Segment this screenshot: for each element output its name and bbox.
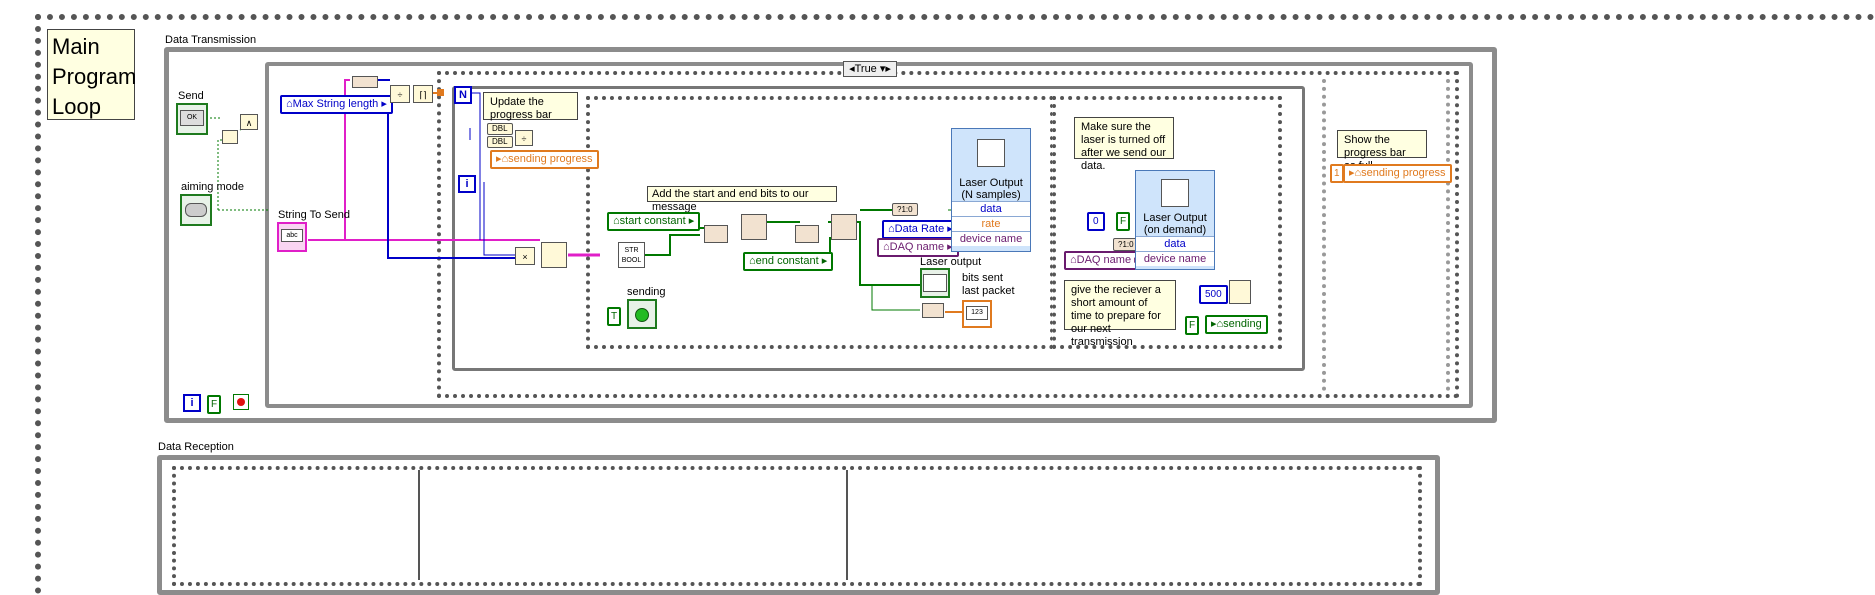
aiming-mode-label: aiming mode [181,181,244,193]
str-to-bool-subvi: STR BOOL [618,242,645,268]
string-icon: abc [281,229,303,242]
to-dbl-function-2: DBL [487,136,513,148]
divide-progress-function: ÷ [515,130,533,146]
aiming-mode-terminal[interactable] [180,194,212,226]
bits-sent-indicator[interactable]: 123 [962,300,992,328]
transmission-frame [164,47,1497,423]
multiply-function: × [515,247,535,265]
max-string-length-local[interactable]: ⌂Max String length ▸ [280,95,393,114]
zero-constant[interactable]: 0 [1087,212,1105,231]
reception-title: Data Reception [158,441,234,453]
send-label: Send [178,90,204,102]
sending-progress-local[interactable]: ▸⌂sending progress [490,150,599,169]
daq-assistant-icon-2 [1161,179,1189,207]
string-length-function [352,76,378,88]
string-subset-function [541,242,567,268]
false-constant[interactable]: F [1116,212,1131,231]
sending-progress-local-2[interactable]: ▸⌂sending progress [1343,164,1452,183]
sending-local[interactable]: ▸⌂sending [1205,315,1268,334]
build-array-function-2 [831,214,857,240]
waveform-icon [923,274,947,292]
case-selector[interactable]: ◂True ▾▸ [843,61,897,77]
divide-function: ÷ [390,85,410,103]
end-constant-local[interactable]: ⌂end constant ▸ [743,252,834,271]
main-loop-label: Main Program Loop [47,29,136,120]
for-loop-frame [452,86,1305,371]
comment-update-progress: Update the progress bar [483,92,578,121]
comment-progress-full: Show the progress bar as full [1337,130,1427,172]
send-button-terminal[interactable]: OK [176,103,208,135]
end-constant-text: end constant [755,255,819,267]
laser-output-demand-title: Laser Output (on demand) [1143,212,1207,236]
max-string-length-text: Max String length [292,98,379,110]
reception-divider-1 [418,470,420,580]
comment-laser-off: Make sure the laser is turned off after … [1074,117,1174,172]
reshape-array-function-1 [704,225,728,243]
start-constant-text: start constant [619,215,686,227]
string-to-send-label: String To Send [278,209,350,221]
laser-output-n-title: Laser Output (N samples) [959,177,1023,201]
stop-condition-icon[interactable] [233,394,249,410]
sending-progress2-text: sending progress [1361,167,1446,179]
wait-ms-function [1229,280,1251,304]
true-constant[interactable]: T [607,307,622,326]
case-prev-arrow[interactable]: ◂ [849,63,855,75]
laser-output-label: Laser output [920,256,982,268]
data-rate-local[interactable]: ⌂Data Rate ▸ [882,220,959,239]
daq-name-local-2[interactable]: ⌂DAQ name ▸ [1064,251,1146,270]
daq-name-local[interactable]: ⌂DAQ name ▸ [877,238,959,257]
data-rate-text: Data Rate [894,223,945,235]
daq-assistant-icon [977,139,1005,167]
false-constant-2[interactable]: F [1185,316,1200,335]
loop-iteration-terminal: i [458,175,476,193]
laser-output-n-row-data[interactable]: data [952,201,1030,216]
laser-output-n-row-rate[interactable]: rate [952,216,1030,231]
array-size-function [922,303,944,318]
transmission-title: Data Transmission [165,34,257,46]
sending-local-text: sending [1223,318,1262,330]
wait-ms-constant[interactable]: 500 [1199,285,1228,304]
to-dbl-function-1: DBL [487,123,513,135]
string-to-send-terminal[interactable]: abc [277,222,307,252]
orange-tunnel [437,89,444,96]
stop-dot-icon [237,398,245,406]
reshape-array-function-2 [795,225,819,243]
numeric-indicator-icon: 123 [966,306,988,320]
led-icon [635,308,649,322]
toggle-switch-icon [185,203,207,217]
laser-output-on-demand-vi[interactable]: Laser Output (on demand) data device nam… [1135,170,1215,270]
laser-output-demand-row-device[interactable]: device name [1136,251,1214,266]
loop-count-terminal: N [454,86,472,104]
ok-button-icon: OK [180,110,204,126]
laser-output-demand-row-data[interactable]: data [1136,236,1214,251]
daq-name-text: DAQ name [889,241,945,253]
start-constant-local[interactable]: ⌂start constant ▸ [607,212,701,231]
comment-receiver: give the reciever a short amount of time… [1064,280,1176,348]
sending-led-terminal[interactable] [627,299,657,329]
laser-output-terminal[interactable] [920,268,950,298]
daq-name2-text: DAQ name [1076,254,1132,266]
and-function: ∧ [240,114,258,130]
not-function [222,130,238,144]
outer-iteration-terminal: i [183,394,201,412]
bits-sent-label: bits sent last packet [962,272,1015,297]
comment-add-bits: Add the start and end bits to our messag… [647,186,837,213]
sending-label: sending [627,286,666,298]
build-array-function-1 [741,214,767,240]
sending-progress-text: sending progress [508,153,593,165]
property-node-1: ?1:0 [892,203,918,216]
false-constant-3[interactable]: F [207,395,222,414]
one-constant[interactable]: 1 [1330,164,1344,183]
laser-output-n-samples-vi[interactable]: Laser Output (N samples) data rate devic… [951,128,1031,252]
case-selector-value: True [854,63,877,75]
laser-output-n-row-device[interactable]: device name [952,231,1030,246]
reception-sequence [172,466,1422,586]
case-next-arrow[interactable]: ▾▸ [876,63,891,75]
round-up-function: ⌈⌉ [413,85,433,103]
reception-divider-2 [846,470,848,580]
